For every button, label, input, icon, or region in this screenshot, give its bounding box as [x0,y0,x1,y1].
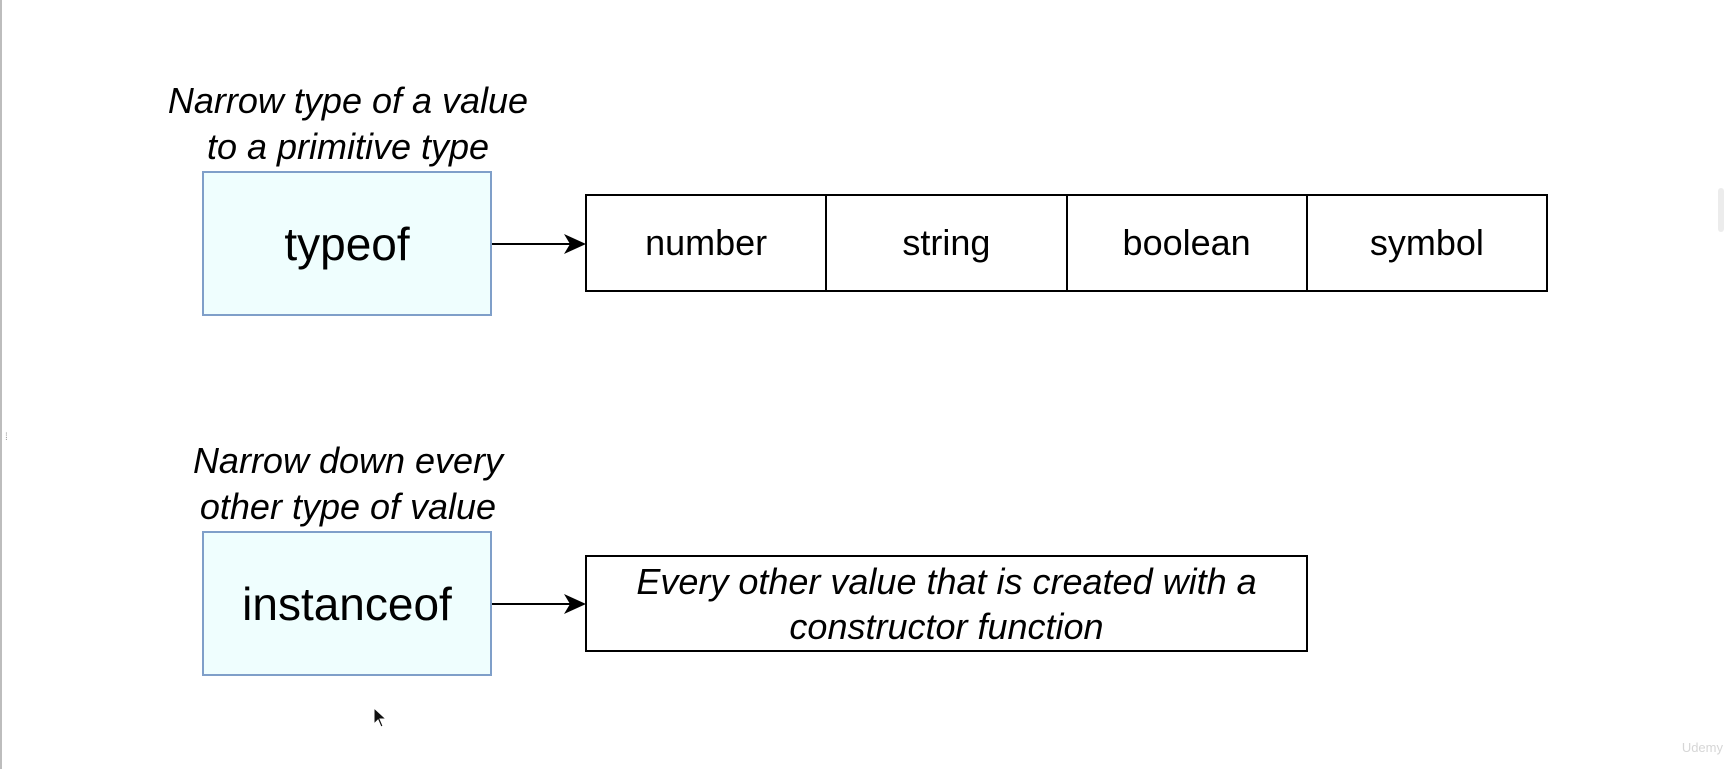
instanceof-label: instanceof [242,577,452,630]
mouse-pointer-icon [373,707,387,728]
type-cell-number: number [587,196,828,290]
type-cell-symbol: symbol [1369,222,1484,263]
type-cell-string: string [827,196,1068,290]
arrow-right-icon [492,594,586,614]
constructor-result-box: Every other value that is created with a… [585,555,1308,652]
udemy-watermark: Udemy [1681,740,1723,755]
arrow-right-icon [492,234,586,254]
typeof-box: typeof [202,171,492,316]
type-cell-boolean: boolean [1068,196,1308,290]
typeof-caption-line-2: to a primitive type [206,126,490,167]
typeof-caption: Narrow type of a value to a primitive ty… [148,78,548,170]
scrollbar-thumb[interactable] [1718,188,1724,232]
typeof-caption-line-1: Narrow type of a value [167,80,529,121]
primitive-types-row: number string boolean symbol [585,194,1548,292]
result-line-2: constructor function [789,605,1104,647]
instanceof-caption: Narrow down every other type of value [148,438,548,530]
instanceof-box: instanceof [202,531,492,676]
typeof-label: typeof [284,217,410,270]
edge-handle-icon[interactable]: ⁞ [5,432,8,443]
result-line-1: Every other value that is created with a [636,560,1257,602]
instanceof-caption-line-2: other type of value [199,486,497,527]
instanceof-caption-line-1: Narrow down every [192,440,504,481]
left-edge-divider [0,0,2,769]
